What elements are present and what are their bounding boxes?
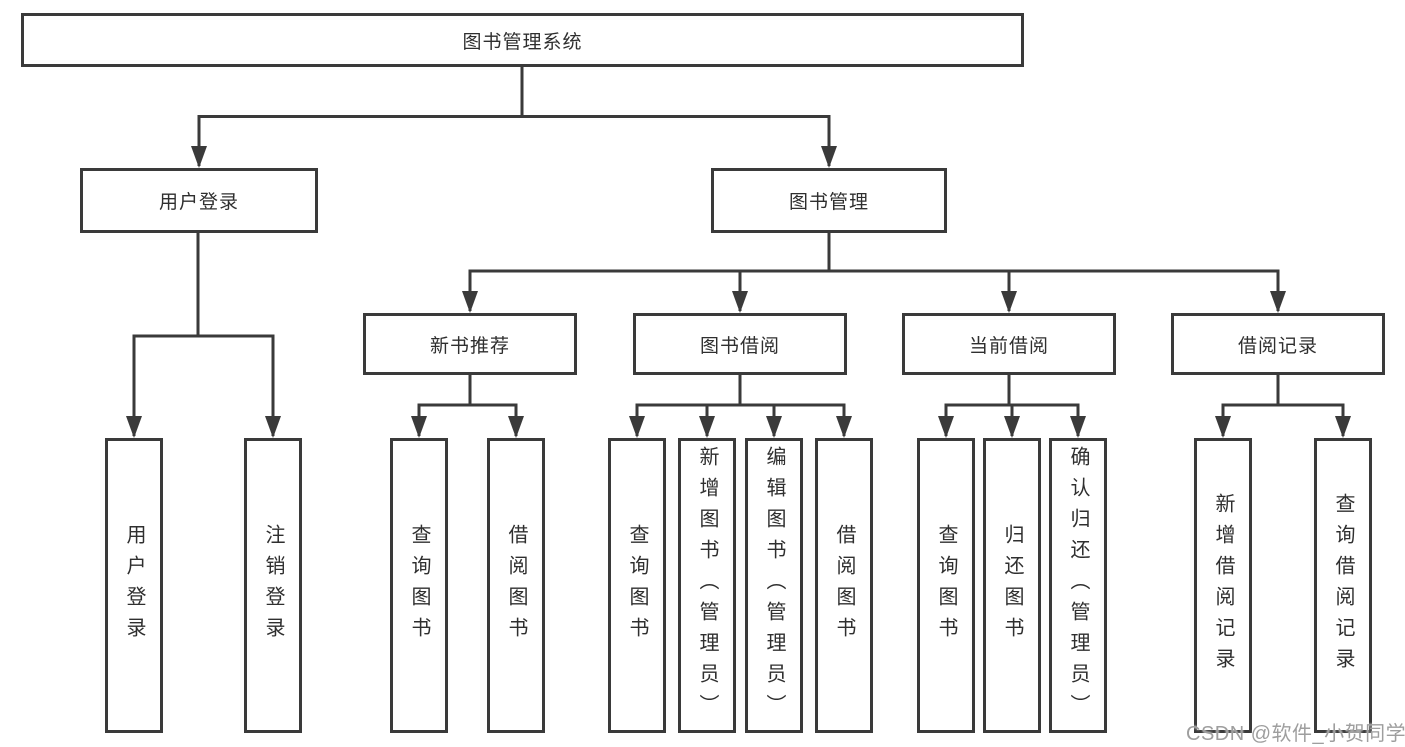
leaf-add-borrow-record: 新增借阅记录	[1194, 438, 1252, 733]
leaf-logout: 注销登录	[244, 438, 302, 733]
node-label: 新书推荐	[429, 335, 510, 357]
leaf-add-book-admin: 新增图书（管理员）	[678, 438, 736, 733]
node-label: 查询图书	[935, 523, 957, 648]
node-label: 图书借阅	[699, 335, 780, 357]
leaf-query-books-current: 查询图书	[917, 438, 975, 733]
node-label: 归还图书	[1001, 523, 1023, 648]
leaf-edit-book-admin: 编辑图书（管理员）	[745, 438, 803, 733]
node-label: 借阅记录	[1237, 335, 1318, 357]
node-label: 借阅图书	[833, 523, 855, 648]
watermark: CSDN @软件_小贺同学	[1186, 723, 1405, 745]
leaf-confirm-return-admin: 确认归还（管理员）	[1049, 438, 1107, 733]
node-label: 注销登录	[262, 523, 284, 648]
leaf-query-borrow-record: 查询借阅记录	[1314, 438, 1372, 733]
node-label: 借阅图书	[505, 523, 527, 648]
node-user-login: 用户登录	[80, 168, 318, 233]
node-label: 新增借阅记录	[1212, 492, 1234, 679]
node-label: 图书管理系统	[462, 31, 583, 53]
node-book-management: 图书管理	[711, 168, 947, 233]
leaf-user-login: 用户登录	[105, 438, 163, 733]
leaf-return-book: 归还图书	[983, 438, 1041, 733]
node-label: 查询图书	[408, 523, 430, 648]
node-label: 图书管理	[788, 192, 869, 213]
node-label: 确认归还（管理员）	[1067, 446, 1089, 725]
node-root-library-system: 图书管理系统	[21, 13, 1024, 67]
node-label: 用户登录	[123, 523, 145, 648]
node-label: 查询图书	[626, 523, 648, 648]
node-book-borrow: 图书借阅	[633, 313, 847, 375]
node-label: 编辑图书（管理员）	[763, 446, 785, 725]
leaf-query-books-borrow: 查询图书	[608, 438, 666, 733]
node-borrow-records: 借阅记录	[1171, 313, 1385, 375]
node-new-book-recommend: 新书推荐	[363, 313, 577, 375]
node-label: 新增图书（管理员）	[696, 446, 718, 725]
leaf-query-books-recommend: 查询图书	[390, 438, 448, 733]
leaf-borrow-books: 借阅图书	[815, 438, 873, 733]
leaf-borrow-books-recommend: 借阅图书	[487, 438, 545, 733]
node-label: 查询借阅记录	[1332, 492, 1354, 679]
node-current-borrow: 当前借阅	[902, 313, 1116, 375]
node-label: 当前借阅	[968, 335, 1049, 357]
node-label: 用户登录	[158, 192, 239, 213]
